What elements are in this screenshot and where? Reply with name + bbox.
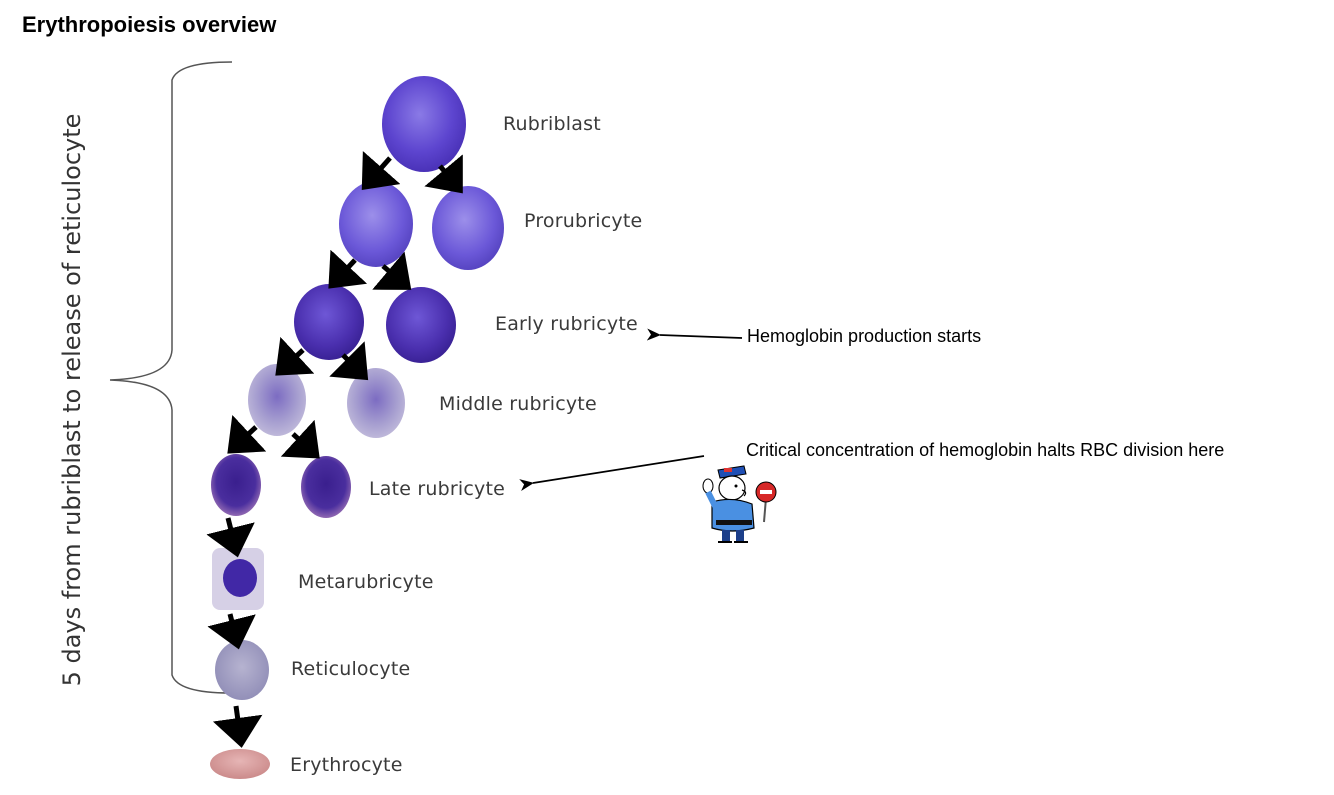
page-title: Erythropoiesis overview <box>22 12 277 37</box>
hemoglobin-start-note: Hemoglobin production starts <box>747 326 982 346</box>
stage-label-metarubricyte: Metarubricyte <box>298 571 434 593</box>
arrow-rubriblast-to-pro-right <box>424 154 463 194</box>
critical-concentration-note: Critical concentration of hemoglobin hal… <box>746 440 1225 460</box>
critical-concentration-arrow <box>519 455 705 491</box>
stage-label-erythrocyte: Erythrocyte <box>290 754 403 776</box>
middle-rubricyte-cell-left <box>248 364 306 436</box>
middle-rubricyte-cell-right <box>347 368 405 438</box>
late-rubricyte-cell-right <box>301 456 351 518</box>
arrow-late-to-meta <box>206 517 255 558</box>
arrow-middle-to-late-right <box>280 419 320 459</box>
reticulocyte-cell <box>215 640 269 700</box>
arrow-middle-to-late-left <box>227 414 267 454</box>
stage-label-early-rubricyte: Early rubricyte <box>495 313 638 335</box>
arrow-rubriblast-to-pro-left <box>361 150 401 190</box>
stage-label-late-rubricyte: Late rubricyte <box>369 478 506 500</box>
rubriblast-cell <box>382 76 466 172</box>
late-rubricyte-cell-left <box>211 454 261 516</box>
duration-bracket <box>109 61 233 694</box>
arrow-pro-to-early-right <box>372 251 412 290</box>
arrow-early-to-middle-right <box>329 341 369 381</box>
arrow-pro-to-early-left <box>328 249 368 289</box>
stage-label-rubriblast: Rubriblast <box>503 113 601 135</box>
stage-label-reticulocyte: Reticulocyte <box>291 658 411 680</box>
traffic-police-stop-sign-icon <box>702 465 777 543</box>
erythrocyte-cell <box>210 749 270 779</box>
arrow-early-to-middle-left <box>275 336 315 376</box>
prorubricyte-cell-right <box>432 186 504 270</box>
stage-label-prorubricyte: Prorubricyte <box>524 210 643 232</box>
arrow-retic-to-ery <box>212 705 263 748</box>
stage-label-middle-rubricyte: Middle rubricyte <box>439 393 597 415</box>
early-rubricyte-cell-left <box>294 284 364 360</box>
metarubricyte-nucleus <box>223 559 257 597</box>
prorubricyte-cell-left <box>339 181 413 267</box>
arrow-meta-to-retic <box>207 613 256 650</box>
early-rubricyte-cell-right <box>386 287 456 363</box>
hemoglobin-start-arrow <box>646 328 743 341</box>
